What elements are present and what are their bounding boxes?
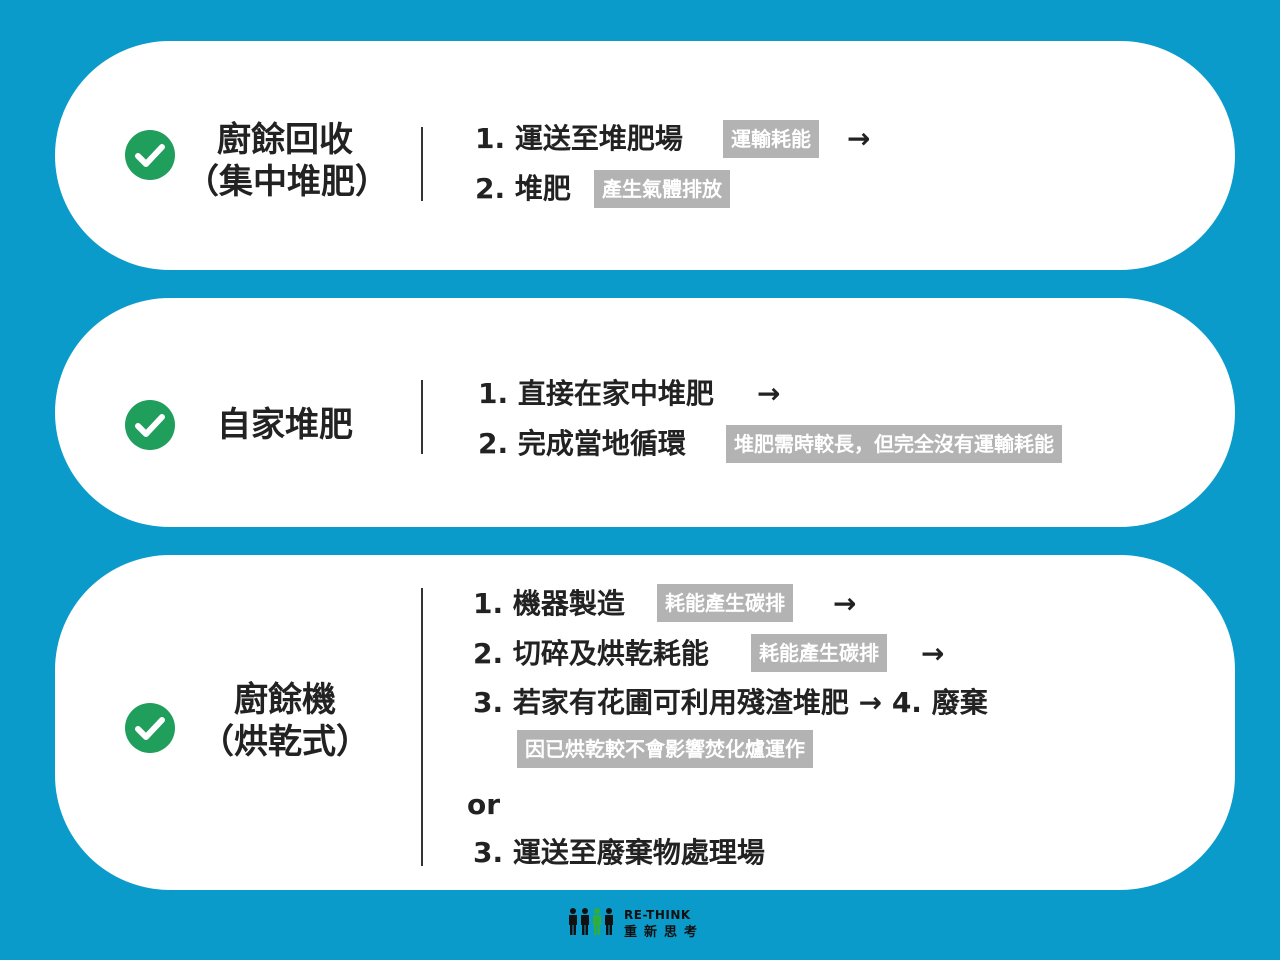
step-text: 1. 運送至堆肥場: [475, 122, 683, 155]
option-card-food-waste-machine: 廚餘機 （烘乾式） 1. 機器製造 耗能產生碳排 → 2. 切碎及烘乾耗能 耗能…: [55, 555, 1235, 890]
option-card-central-compost: 廚餘回收 （集中堆肥） 1. 運送至堆肥場 運輸耗能 → 2. 堆肥 產生氣體排…: [55, 41, 1235, 270]
option-title: 廚餘機 （烘乾式）: [185, 679, 385, 763]
step-text: 2. 堆肥: [475, 172, 571, 205]
step-tag: 產生氣體排放: [594, 170, 730, 208]
step-text: 1. 直接在家中堆肥: [478, 377, 714, 410]
divider: [421, 380, 423, 454]
option-title-line: （烘乾式）: [200, 722, 370, 762]
option-title-line: （集中堆肥）: [185, 162, 389, 202]
arrow-right-icon: →: [757, 377, 781, 410]
step-tag: 耗能產生碳排: [751, 634, 887, 672]
option-title-line: 自家堆肥: [217, 405, 353, 445]
check-circle-icon: [125, 703, 175, 753]
check-circle-icon: [125, 130, 175, 180]
step-tag: 因已烘乾較不會影響焚化爐運作: [517, 730, 813, 768]
arrow-right-icon: →: [921, 637, 945, 670]
divider: [421, 588, 423, 866]
arrow-right-icon: →: [833, 587, 857, 620]
step-tag: 耗能產生碳排: [657, 584, 793, 622]
option-title-line: 廚餘回收: [217, 120, 353, 160]
option-card-home-compost: 自家堆肥 1. 直接在家中堆肥 → 2. 完成當地循環 堆肥需時較長，但完全沒有…: [55, 298, 1235, 527]
step-text: or: [467, 788, 501, 821]
option-title: 廚餘回收 （集中堆肥）: [185, 119, 389, 203]
option-title-line: 廚餘機: [234, 680, 336, 720]
logo-name-zh: 重新思考: [624, 925, 705, 940]
divider: [421, 127, 423, 201]
people-icon: [569, 908, 613, 935]
step-text: 3. 運送至廢棄物處理場: [473, 836, 765, 869]
arrow-right-icon: →: [847, 122, 871, 155]
step-text: 1. 機器製造: [473, 587, 625, 620]
option-title: 自家堆肥: [185, 404, 385, 446]
step-tag: 堆肥需時較長，但完全沒有運輸耗能: [726, 425, 1062, 463]
step-tag: 運輸耗能: [723, 120, 819, 158]
step-text: 2. 完成當地循環: [478, 427, 686, 460]
rethink-logo: RE-THINK 重新思考: [568, 908, 728, 940]
check-circle-icon: [125, 400, 175, 450]
step-text: 3. 若家有花圃可利用殘渣堆肥 → 4. 廢棄: [473, 686, 988, 719]
step-text: 2. 切碎及烘乾耗能: [473, 637, 709, 670]
logo-name-en: RE-THINK: [624, 908, 691, 922]
